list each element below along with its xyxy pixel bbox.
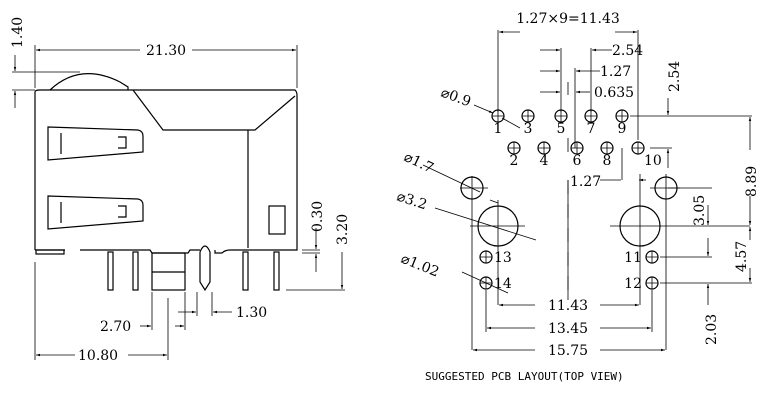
pin-label: 9 (618, 121, 627, 137)
dim-1-30: 1.30 (236, 305, 267, 321)
pin-hole-10: 10 (631, 141, 662, 169)
pin-label: 5 (557, 121, 566, 137)
pin-label: 13 (494, 250, 512, 266)
pcb-caption: SUGGESTED PCB LAYOUT(TOP VIEW) (425, 370, 624, 383)
dim-0-30: 0.30 (310, 201, 326, 232)
pin-hole-13: 13 (479, 250, 512, 266)
dim-hole-3-2: ⌀3.2 (395, 189, 429, 214)
dim-0-635: 0.635 (594, 85, 634, 101)
pin-label: 10 (644, 153, 662, 169)
dim-2-54: 2.54 (612, 43, 643, 59)
side-view: 21.30 1.40 0.30 3.20 1.30 2.70 10.80 (10, 17, 351, 364)
pin-label: 12 (624, 276, 642, 292)
dim-hole-1-7: ⌀1.7 (401, 149, 436, 176)
pin-label: 11 (624, 250, 642, 266)
dim-4-57: 4.57 (734, 241, 750, 272)
pin-hole-3: 3 (521, 109, 535, 137)
slant-edge (132, 89, 296, 131)
pin-label: 4 (540, 153, 549, 169)
pin-label: 1 (494, 121, 503, 137)
dim-3-20: 3.20 (335, 214, 351, 245)
pin-hole-14: 14 (479, 276, 512, 292)
pin-hole-4: 4 (537, 141, 551, 169)
dim-13-45: 13.45 (548, 321, 588, 337)
latch-top (47, 126, 144, 161)
pin-label: 3 (524, 121, 533, 137)
dim-10-80: 10.80 (78, 348, 118, 364)
pin-hole-12: 12 (624, 276, 659, 292)
dim-row-pitch: 2.54 (667, 61, 683, 92)
dim-8-89: 8.89 (744, 166, 760, 197)
top-tab (49, 73, 129, 91)
pins (107, 245, 280, 292)
led-window (268, 205, 286, 235)
pin-label: 8 (603, 153, 612, 169)
dim-hole-1-02: ⌀1.02 (399, 251, 442, 281)
pin-label: 6 (573, 153, 582, 169)
latch-bottom (47, 195, 144, 230)
dim-3-05: 3.05 (692, 195, 708, 226)
dim-2-70: 2.70 (100, 319, 131, 335)
pin-hole-2: 2 (507, 141, 521, 169)
pin-hole-8: 8 (600, 141, 614, 169)
pin-hole-5: 5 (554, 109, 568, 137)
dim-2-03: 2.03 (704, 314, 720, 345)
dim-1-27-b: 1.27 (570, 174, 601, 190)
pin-label: 14 (494, 276, 512, 292)
connector-body (34, 89, 298, 254)
dim-pitch-total: 1.27×9=11.43 (516, 11, 620, 27)
dim-hole-0-9: ⌀0.9 (439, 85, 473, 111)
pin-label: 2 (510, 153, 519, 169)
foot (35, 249, 65, 255)
pin-hole-7: 7 (584, 109, 598, 137)
dim-15-75: 15.75 (548, 343, 588, 359)
dim-1-27: 1.27 (600, 64, 631, 80)
dim-1-40: 1.40 (10, 17, 26, 48)
pin-hole-6: 6 (570, 141, 584, 169)
pin-hole-9: 9 (615, 109, 629, 137)
pin-hole-11: 11 (624, 250, 659, 266)
dim-11-43: 11.43 (548, 298, 588, 314)
dim-21-30: 21.30 (146, 43, 186, 59)
pin-hole-1: 1 (491, 109, 505, 137)
pin-label: 7 (587, 121, 596, 137)
